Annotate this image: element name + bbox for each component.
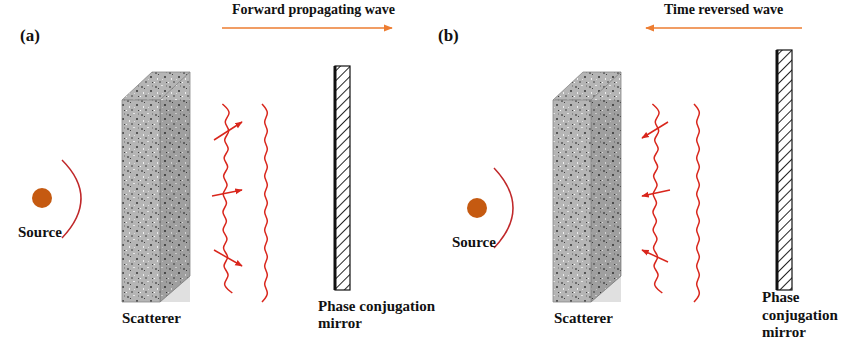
scatterer-label: Scatterer	[122, 310, 181, 327]
scattered-waves	[212, 104, 699, 302]
propagation-arrow	[222, 27, 392, 29]
source-label: Source	[452, 234, 496, 251]
wave-direction-arrow	[214, 122, 242, 140]
mirror-label: Phase conjugation mirror	[318, 298, 450, 333]
source-dot	[467, 198, 487, 218]
wavefront	[222, 104, 232, 293]
source-wavefront	[62, 160, 81, 238]
wave-direction-arrow	[642, 250, 668, 262]
scatterer-label: Scatterer	[554, 310, 613, 327]
source-label: Source	[18, 224, 62, 241]
scatterer-slab	[122, 72, 190, 302]
wave-direction-arrow	[214, 250, 242, 266]
propagation-arrow	[646, 27, 802, 29]
wave-direction-arrow	[212, 190, 242, 196]
wave-direction-arrow	[642, 190, 670, 196]
source-wavefront	[494, 168, 513, 248]
wavefront	[652, 104, 662, 293]
panel-title: Time reversed wave	[664, 2, 783, 18]
wave-direction-arrow	[642, 122, 668, 138]
wavefront	[694, 104, 699, 302]
mirror-label: Phase conjugation mirror	[762, 289, 850, 341]
wavefront	[262, 104, 267, 302]
panel-label: (a)	[20, 26, 40, 46]
source-dot	[32, 188, 52, 208]
phase-conjugation-mirror	[777, 50, 792, 290]
phase-conjugation-mirror	[335, 66, 350, 290]
panel-label: (b)	[438, 26, 459, 46]
scatterer-slab	[553, 72, 621, 302]
panel-title: Forward propagating wave	[232, 2, 395, 18]
